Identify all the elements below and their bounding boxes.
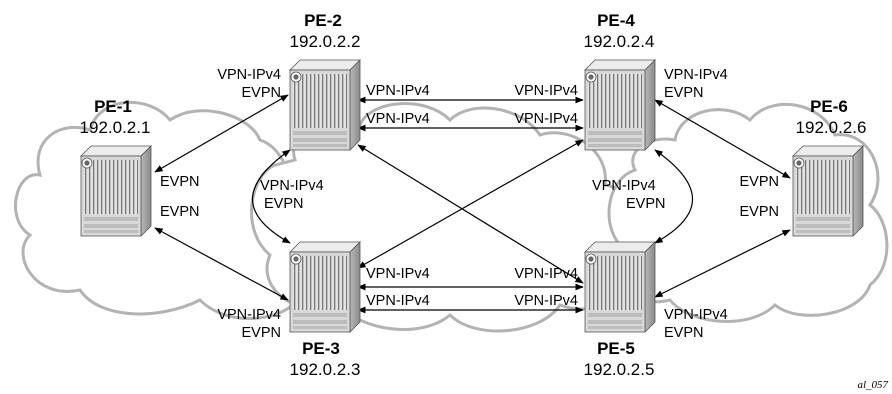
top-left-label-1: VPN-IPv4 xyxy=(366,83,430,99)
pe5-ip: 192.0.2.5 xyxy=(584,360,655,379)
router-pe2 xyxy=(289,59,361,151)
pe1-evpn-label-a: EVPN xyxy=(160,174,200,190)
link-pe3-pe4 xyxy=(357,139,584,269)
bot-right-label-2: VPN-IPv4 xyxy=(514,293,578,309)
pe2-pe3-evpn-label: EVPN xyxy=(264,196,304,212)
link-pe5-pe6 xyxy=(654,229,791,298)
router-pe3 xyxy=(289,241,361,333)
router-pe5 xyxy=(584,241,656,333)
pe5-vpn-label: VPN-IPv4 xyxy=(664,307,728,323)
pe6-name: PE-6 xyxy=(810,97,848,116)
pe2-name: PE-2 xyxy=(304,11,342,30)
pe1-evpn-label-b: EVPN xyxy=(160,204,200,220)
top-right-label-2: VPN-IPv4 xyxy=(514,111,578,127)
pe4-pe5-vpn-label: VPN-IPv4 xyxy=(592,178,656,194)
pe6-ip: 192.0.2.6 xyxy=(796,118,867,137)
pe4-name: PE-4 xyxy=(597,11,635,30)
figure-id: al_057 xyxy=(857,379,888,391)
links xyxy=(154,94,791,314)
bot-left-label-1: VPN-IPv4 xyxy=(366,266,430,282)
pe2-evpn-label: EVPN xyxy=(242,85,282,101)
router-pe1 xyxy=(80,145,152,237)
pe6-evpn-label-a: EVPN xyxy=(740,174,780,190)
link-pe2-pe3 xyxy=(252,149,291,244)
router-pe4 xyxy=(584,59,656,151)
pe1-name: PE-1 xyxy=(94,97,132,116)
link-pe1-pe3 xyxy=(154,227,289,301)
link-pe1-pe2 xyxy=(154,94,289,173)
pe5-evpn-label: EVPN xyxy=(664,325,704,341)
pe6-evpn-label-b: EVPN xyxy=(740,204,780,220)
pe3-vpn-label: VPN-IPv4 xyxy=(217,307,281,323)
router-pe6 xyxy=(792,145,864,237)
pe4-evpn-label: EVPN xyxy=(664,85,704,101)
pe2-vpn-label: VPN-IPv4 xyxy=(217,67,281,83)
pe4-ip: 192.0.2.4 xyxy=(584,32,655,51)
pe4-pe5-evpn-label: EVPN xyxy=(626,196,666,212)
pe4-vpn-label: VPN-IPv4 xyxy=(664,67,728,83)
link-pe4-pe6 xyxy=(654,99,791,179)
pe5-name: PE-5 xyxy=(597,339,635,358)
top-right-label-1: VPN-IPv4 xyxy=(514,83,578,99)
pe3-evpn-label: EVPN xyxy=(242,325,282,341)
top-left-label-2: VPN-IPv4 xyxy=(366,111,430,127)
bot-right-label-1: VPN-IPv4 xyxy=(514,266,578,282)
pe3-name: PE-3 xyxy=(302,339,340,358)
pe1-ip: 192.0.2.1 xyxy=(80,118,151,137)
bot-left-label-2: VPN-IPv4 xyxy=(366,293,430,309)
pe2-ip: 192.0.2.2 xyxy=(290,32,361,51)
pe2-pe3-vpn-label: VPN-IPv4 xyxy=(260,178,324,194)
pe3-ip: 192.0.2.3 xyxy=(290,360,361,379)
